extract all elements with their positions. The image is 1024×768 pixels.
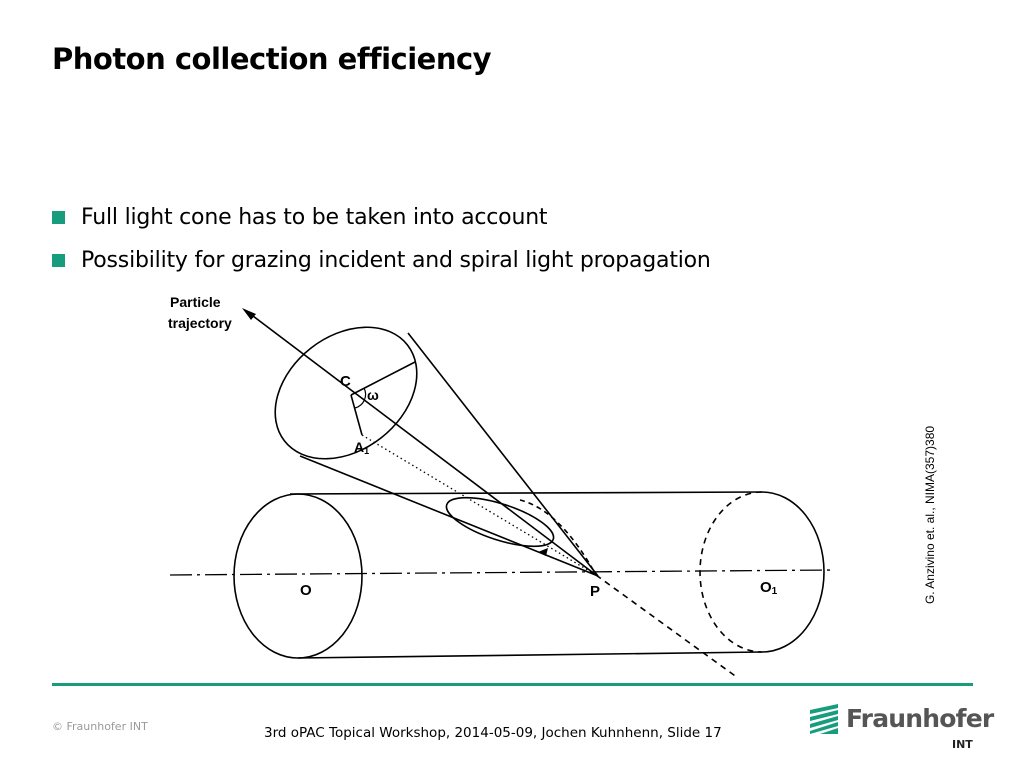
label-trajectory: trajectory: [168, 315, 232, 331]
fiber-axis: [169, 569, 836, 576]
square-bullet-icon: [52, 254, 65, 267]
fiber-top-edge: [289, 491, 763, 495]
trajectory-extension: [595, 574, 739, 679]
omega-angle-arc: [354, 387, 367, 409]
copyright-text: © Fraunhofer INT: [52, 720, 148, 733]
bullet-list: Full light cone has to be taken into acc…: [52, 196, 711, 282]
label-p: P: [590, 583, 600, 600]
bullet-item: Possibility for grazing incident and spi…: [52, 239, 711, 282]
fiber-left-end: [233, 493, 363, 659]
footer-text: 3rd oPAC Topical Workshop, 2014-05-09, J…: [264, 725, 722, 741]
label-o1: O1: [760, 579, 778, 597]
cone-generatrix-upper: [407, 332, 599, 577]
light-cone-diagram: Particle trajectory C ω A1 O P O1: [168, 294, 836, 679]
small-arrow-mark: [538, 548, 548, 556]
trajectory-arrowhead: [242, 308, 256, 320]
label-omega: ω: [367, 387, 379, 403]
label-a1: A1: [354, 439, 369, 456]
particle-trajectory-line: [248, 312, 597, 576]
label-o: O: [300, 582, 312, 599]
logo-unit: INT: [952, 738, 973, 751]
bullet-item: Full light cone has to be taken into acc…: [52, 196, 711, 239]
figure-citation: G. Anzivino et. al., NIMA(357)380: [923, 425, 937, 605]
fiber-right-end-back: [699, 491, 763, 653]
cone-generatrix-lower: [299, 455, 599, 577]
fiber-right-end-front: [761, 491, 825, 653]
fraunhofer-stripes-logo: [810, 704, 838, 734]
label-c: C: [340, 373, 351, 390]
logo-wordmark: Fraunhofer: [846, 704, 994, 733]
cone-fiber-intersection: [445, 496, 555, 548]
footer-divider: [52, 683, 973, 686]
fiber-bottom-edge: [297, 651, 763, 659]
slide-title: Photon collection efficiency: [52, 42, 492, 76]
cone-radius-ca1: [350, 394, 363, 436]
cone-base-ellipse: [274, 326, 418, 460]
dotted-ray-a1-p: [361, 434, 597, 576]
bullet-text: Full light cone has to be taken into acc…: [81, 205, 548, 230]
label-particle: Particle: [170, 294, 221, 310]
square-bullet-icon: [52, 211, 65, 224]
intersection-hidden-part: [519, 499, 597, 576]
bullet-text: Possibility for grazing incident and spi…: [81, 248, 711, 273]
cone-radius-cw: [350, 361, 416, 396]
